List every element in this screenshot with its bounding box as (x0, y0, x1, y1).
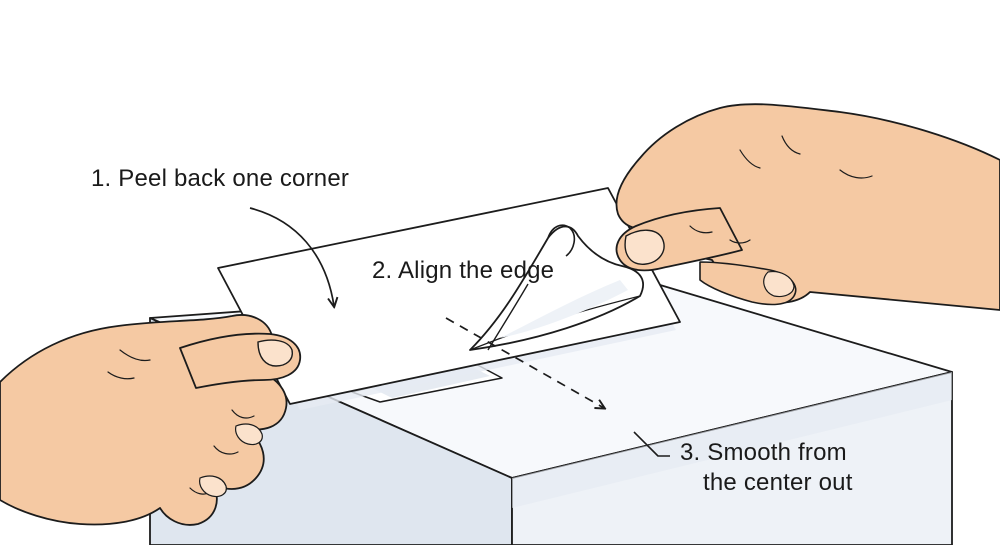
step-2-label: 2. Align the edge (372, 257, 555, 284)
box-side-shading (512, 372, 952, 508)
peeled-backing-shading (500, 280, 628, 338)
right-hand (615, 103, 1000, 311)
align-pointer-line (487, 283, 529, 351)
right-knuckle-lines (689, 135, 873, 244)
corner-curl (547, 224, 576, 257)
peeled-backing (469, 225, 644, 351)
step-1-label: 1. Peel back one corner (91, 165, 350, 192)
step-3-label-line-1: 3. Smooth from (680, 439, 847, 466)
left-fingernail-2 (199, 475, 227, 498)
left-hand (0, 314, 302, 526)
step-3-label-line-2: the center out (703, 469, 853, 496)
dashed-arrow-icon (445, 317, 604, 408)
leader-line-icon (633, 431, 670, 457)
curved-arrow-icon (249, 207, 334, 306)
label-paper (217, 187, 681, 410)
left-knuckle-lines (107, 349, 255, 495)
left-fingernail-1 (235, 423, 263, 446)
right-hand-back (615, 103, 1000, 311)
right-fingernail (763, 271, 795, 298)
left-thumbnail (257, 339, 293, 367)
step-3-label: 3. Smooth from the center out (680, 438, 853, 498)
right-thumbnail (624, 229, 665, 265)
